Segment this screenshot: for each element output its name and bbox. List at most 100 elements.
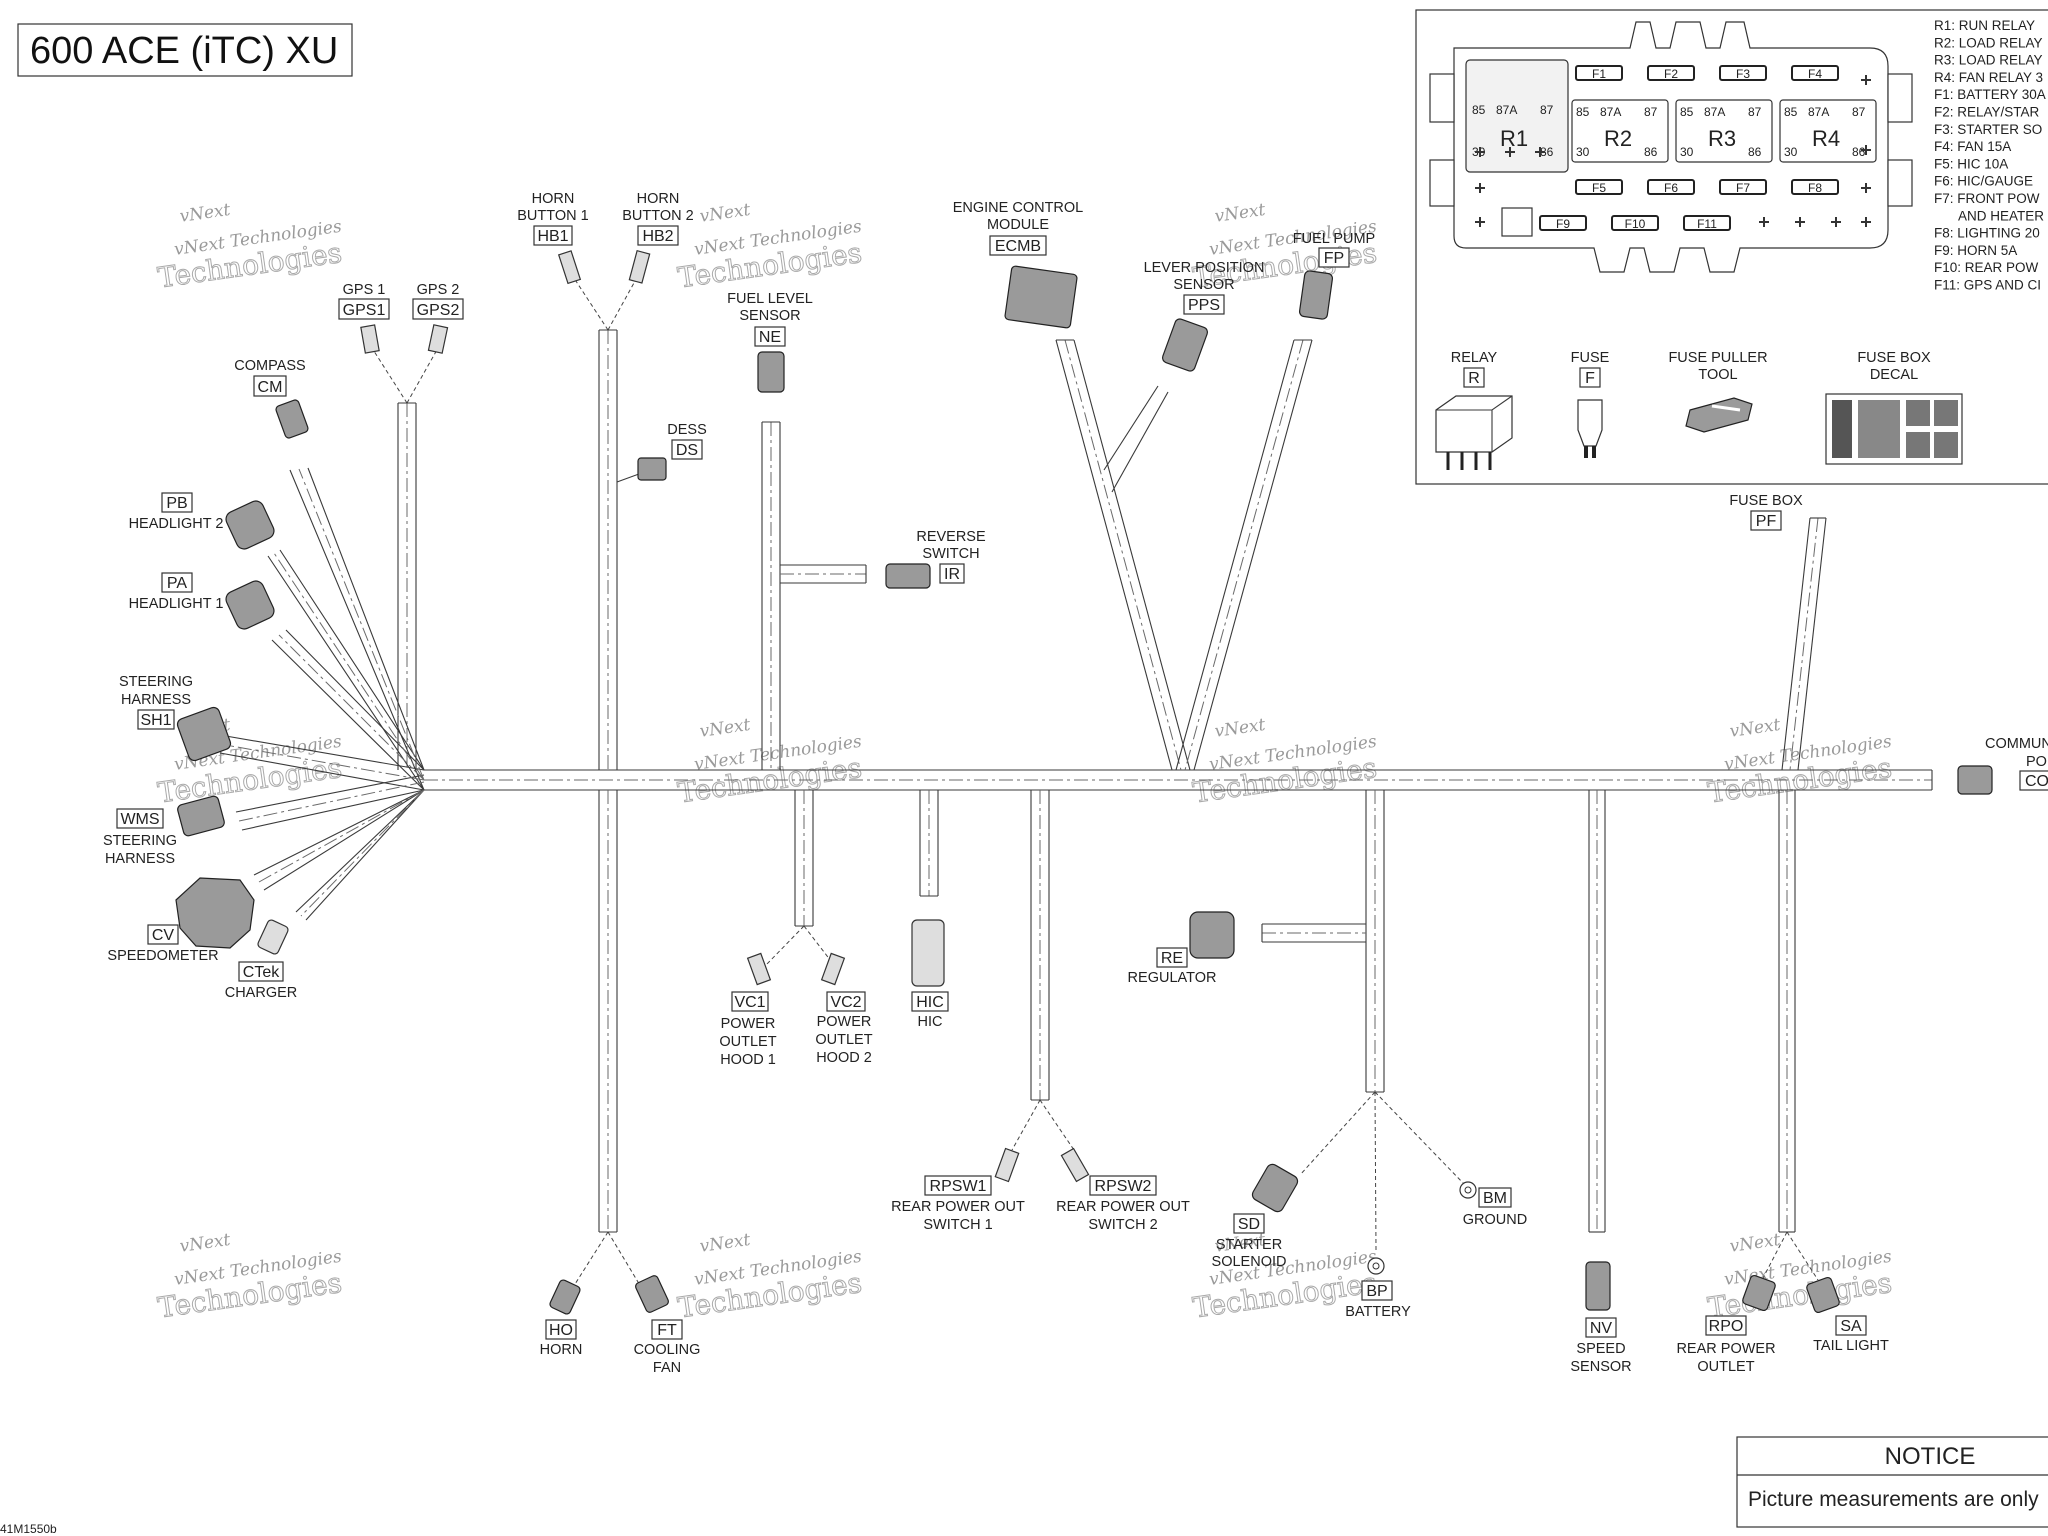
legend-item: F5: HIC 10A [1934,156,2008,171]
footer-code: 41M1550b [0,1522,57,1536]
svg-text:BM: BM [1483,1190,1507,1207]
svg-text:HARNESS: HARNESS [121,692,191,708]
svg-text:HOOD 2: HOOD 2 [816,1050,872,1066]
rpsw2-label: RPSW2 REAR POWER OUT SWITCH 2 [1056,1175,1190,1233]
relay-name: R4 [1812,126,1840,151]
fuse-slot [1611,215,1659,231]
fuse-label: F3 [1736,67,1750,81]
svg-text:FAN: FAN [653,1360,681,1376]
svg-text:R: R [1468,370,1480,387]
svg-text:HO: HO [549,1322,573,1339]
component-labels: GPS 1 GPS1 GPS 2 GPS2 COMPASS CM PB HEAD… [103,191,2048,1376]
legend-item: F7: FRONT POW [1934,191,2040,206]
svg-text:REAR POWER OUT: REAR POWER OUT [891,1199,1025,1215]
svg-text:COOLING: COOLING [634,1342,701,1358]
svg-text:CHARGER: CHARGER [225,985,298,1001]
steering-harness-wms-label: WMS STEERING HARNESS [103,808,177,867]
watermark-text: vNext [698,715,751,742]
relay-pin-label: 87 [1644,105,1658,119]
svg-text:ENGINE CONTROL: ENGINE CONTROL [953,200,1084,216]
watermark-text: vNext [1728,715,1781,742]
svg-text:STEERING: STEERING [119,674,193,690]
diode-block [1501,207,1533,237]
starter-solenoid-label: SD STARTER SOLENOID [1212,1213,1286,1270]
svg-text:FT: FT [657,1322,677,1339]
svg-text:RE: RE [1161,950,1183,967]
terminal-mark [1861,145,1871,155]
svg-text:POWER: POWER [721,1016,776,1032]
ecm-label: ENGINE CONTROL MODULE ECMB [953,200,1084,256]
fuse-slot [1647,65,1695,81]
legend-item: F4: FAN 15A [1934,139,2011,154]
relay-pin-label: 87A [1496,103,1517,117]
svg-text:SH1: SH1 [140,712,171,729]
svg-text:PA: PA [167,575,187,592]
headlight2-label: PB HEADLIGHT 2 [129,492,223,532]
legend-item: F11: GPS AND CI [1934,278,2041,293]
legend-item: F3: STARTER SO [1934,122,2042,137]
horn-label: HO HORN [540,1319,582,1358]
svg-text:FUSE BOX: FUSE BOX [1729,493,1803,509]
connectors [175,249,1993,1315]
fuse-slot [1719,65,1767,81]
svg-text:FUSE PULLER: FUSE PULLER [1668,350,1767,366]
svg-text:REVERSE: REVERSE [916,529,986,545]
terminal-mark [1475,147,1485,157]
hic-label: HIC HIC [911,991,949,1030]
svg-text:IR: IR [944,566,960,583]
svg-text:FUSE BOX: FUSE BOX [1857,350,1931,366]
power-outlet2-label: VC2 POWER OUTLET HOOD 2 [815,991,873,1066]
svg-text:SD: SD [1238,1216,1260,1233]
terminal-mark [1861,183,1871,193]
legend-item: F8: LIGHTING 20 [1934,226,2040,241]
lever-position-label: LEVER POSITION SENSOR PPS [1144,260,1264,315]
relay-pin-label: 86 [1748,145,1762,159]
svg-text:FP: FP [1324,250,1344,267]
tail-light-label: SA TAIL LIGHT [1813,1315,1889,1354]
relay-pin-label: 86 [1540,145,1554,159]
svg-text:HEADLIGHT 1: HEADLIGHT 1 [129,596,224,612]
relay-name: R2 [1604,126,1632,151]
terminal-mark [1475,183,1485,193]
relay-pin-label: 85 [1576,105,1590,119]
legend-item: AND HEATER [1958,208,2044,223]
notice-box: NOTICE Picture measurements are only [1736,1436,2048,1528]
svg-text:SENSOR: SENSOR [739,308,800,324]
title-block: 600 ACE (iTC) XU [17,23,353,77]
relay-pin-label: 30 [1576,145,1590,159]
fuse-slot [1791,65,1839,81]
watermark-text: vNext [698,1230,751,1257]
svg-text:STEERING: STEERING [103,833,177,849]
svg-text:CTek: CTek [243,964,280,981]
svg-text:SA: SA [1840,1318,1862,1335]
terminal-mark [1759,217,1769,227]
relay-pin-label: 87A [1704,105,1725,119]
communication-label: COMMUN PO CO [1985,736,2048,791]
fuel-level-label: FUEL LEVEL SENSOR NE [727,291,813,347]
relay-part: RELAY R [1435,350,1513,470]
legend-item: F10: REAR POW [1934,260,2039,275]
regulator-label: RE REGULATOR [1128,947,1216,986]
dess-label: DESS DS [667,422,707,460]
svg-text:BP: BP [1366,1283,1387,1300]
battery-label: BP BATTERY [1345,1280,1411,1320]
svg-text:BATTERY: BATTERY [1345,1304,1411,1320]
svg-text:DS: DS [676,442,698,459]
notice-heading: NOTICE [1885,1443,1976,1470]
fuse-slot [1575,179,1623,195]
relay-socket [1571,99,1669,163]
compass-label: COMPASS CM [234,358,306,397]
svg-text:SWITCH: SWITCH [922,546,979,562]
svg-text:HIC: HIC [916,994,944,1011]
harness-trunks [219,329,1933,1233]
relay-pin-label: 86 [1852,145,1866,159]
svg-text:GPS1: GPS1 [343,302,386,319]
relay-pin-label: 85 [1680,105,1694,119]
svg-text:HB1: HB1 [537,228,568,245]
svg-text:RPO: RPO [1709,1318,1744,1335]
svg-text:PF: PF [1756,513,1777,530]
connector-leads [371,271,1819,1293]
fuse-slot [1683,215,1731,231]
watermark-text: vNext [178,200,231,227]
